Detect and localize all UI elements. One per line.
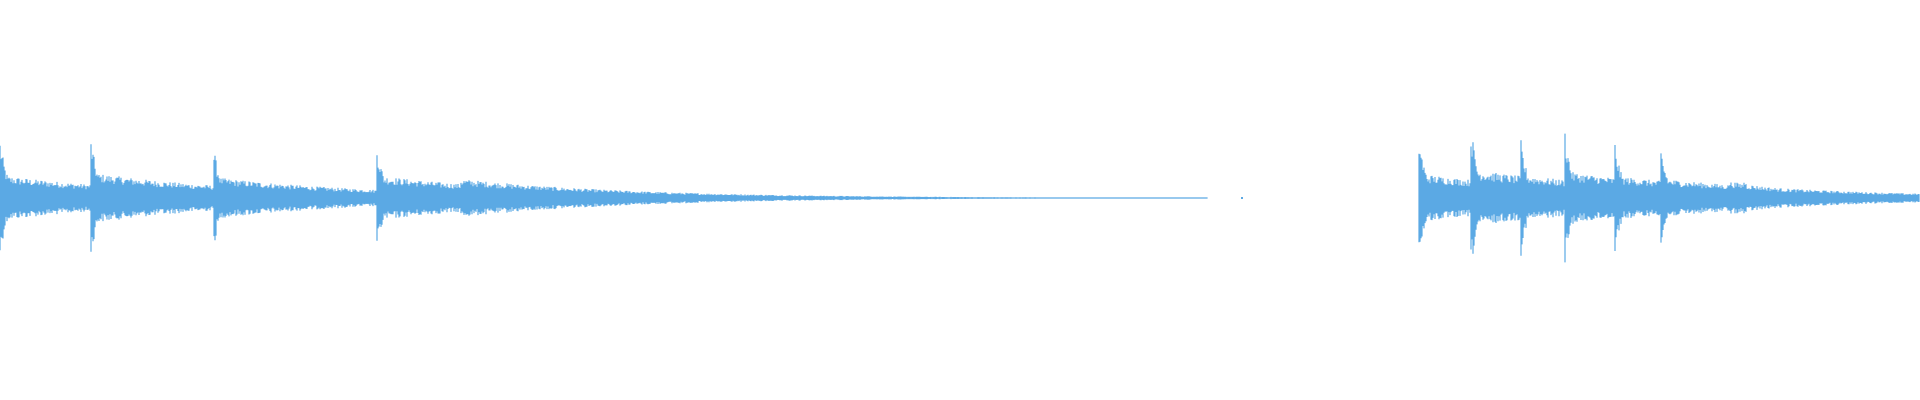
waveform-trace [0,133,1920,263]
waveform-bars [0,133,1920,263]
waveform-click-mark [1241,197,1243,199]
